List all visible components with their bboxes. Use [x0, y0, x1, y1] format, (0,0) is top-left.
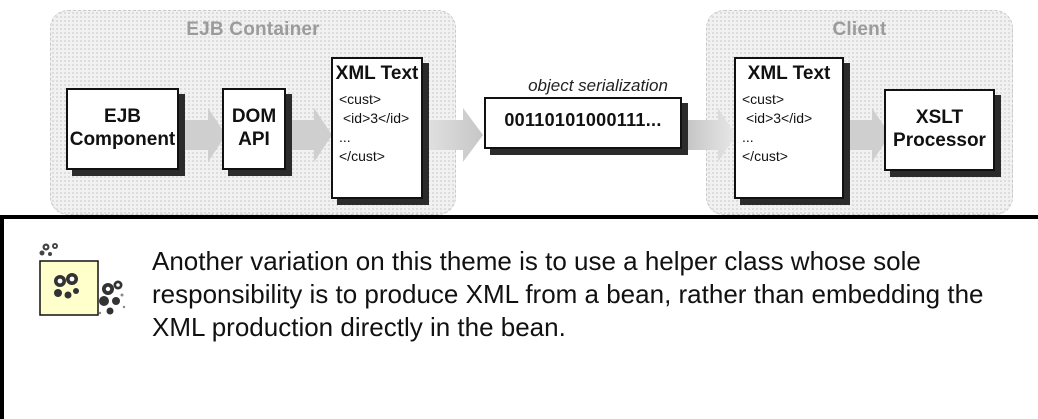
- xml-line-id: <id>3</id>: [343, 110, 410, 126]
- ejb-component-box: EJB Component: [66, 88, 179, 170]
- serialized-stream-box: 00110101000111...: [484, 97, 682, 149]
- xslt-processor-box: XSLT Processor: [884, 89, 995, 171]
- arrow-ejb-to-dom-icon: [178, 108, 226, 162]
- dom-api-box: DOM API: [222, 88, 286, 170]
- client-xml-line-ellipsis: ...: [742, 129, 754, 145]
- arrow-xml-to-serial-icon: [415, 108, 483, 162]
- architecture-diagram: EJB Container Client EJB Comp: [50, 10, 1013, 215]
- client-title: Client: [832, 19, 887, 40]
- xml-line-close-cust: </cust>: [339, 148, 385, 164]
- dom-api-label: DOM API: [231, 106, 277, 150]
- arrow-serial-to-client-icon: [688, 108, 736, 162]
- ejb-component-label: EJB Component: [69, 106, 176, 150]
- tip-note-text: Another variation on this theme is to us…: [152, 246, 984, 342]
- owl-tip-icon: [39, 243, 126, 316]
- xslt-processor-label: XSLT Processor: [893, 107, 986, 151]
- client-xml-line-open-cust: <cust>: [742, 91, 785, 107]
- xml-text-title: XML Text: [335, 63, 419, 84]
- ejb-container-title: EJB Container: [186, 19, 320, 40]
- arrow-client-xml-to-xslt-icon: [842, 108, 890, 162]
- xml-line-ellipsis: ...: [339, 129, 351, 145]
- client-xml-text-box: XML Text <cust> <id>3</id> ... </cust>: [734, 57, 844, 199]
- arrow-dom-to-xml-icon: [284, 108, 332, 162]
- client-xml-line-id: <id>3</id>: [746, 110, 813, 126]
- client-xml-text-title: XML Text: [747, 63, 831, 84]
- serialized-value: 00110101000111...: [504, 110, 662, 130]
- client-xml-line-close-cust: </cust>: [742, 148, 788, 164]
- tip-note: Another variation on this theme is to us…: [0, 215, 1038, 419]
- xml-text-box: XML Text <cust> <id>3</id> ... </cust>: [331, 57, 423, 199]
- serialization-caption: object serialization: [528, 76, 668, 95]
- xml-line-open-cust: <cust>: [339, 91, 382, 107]
